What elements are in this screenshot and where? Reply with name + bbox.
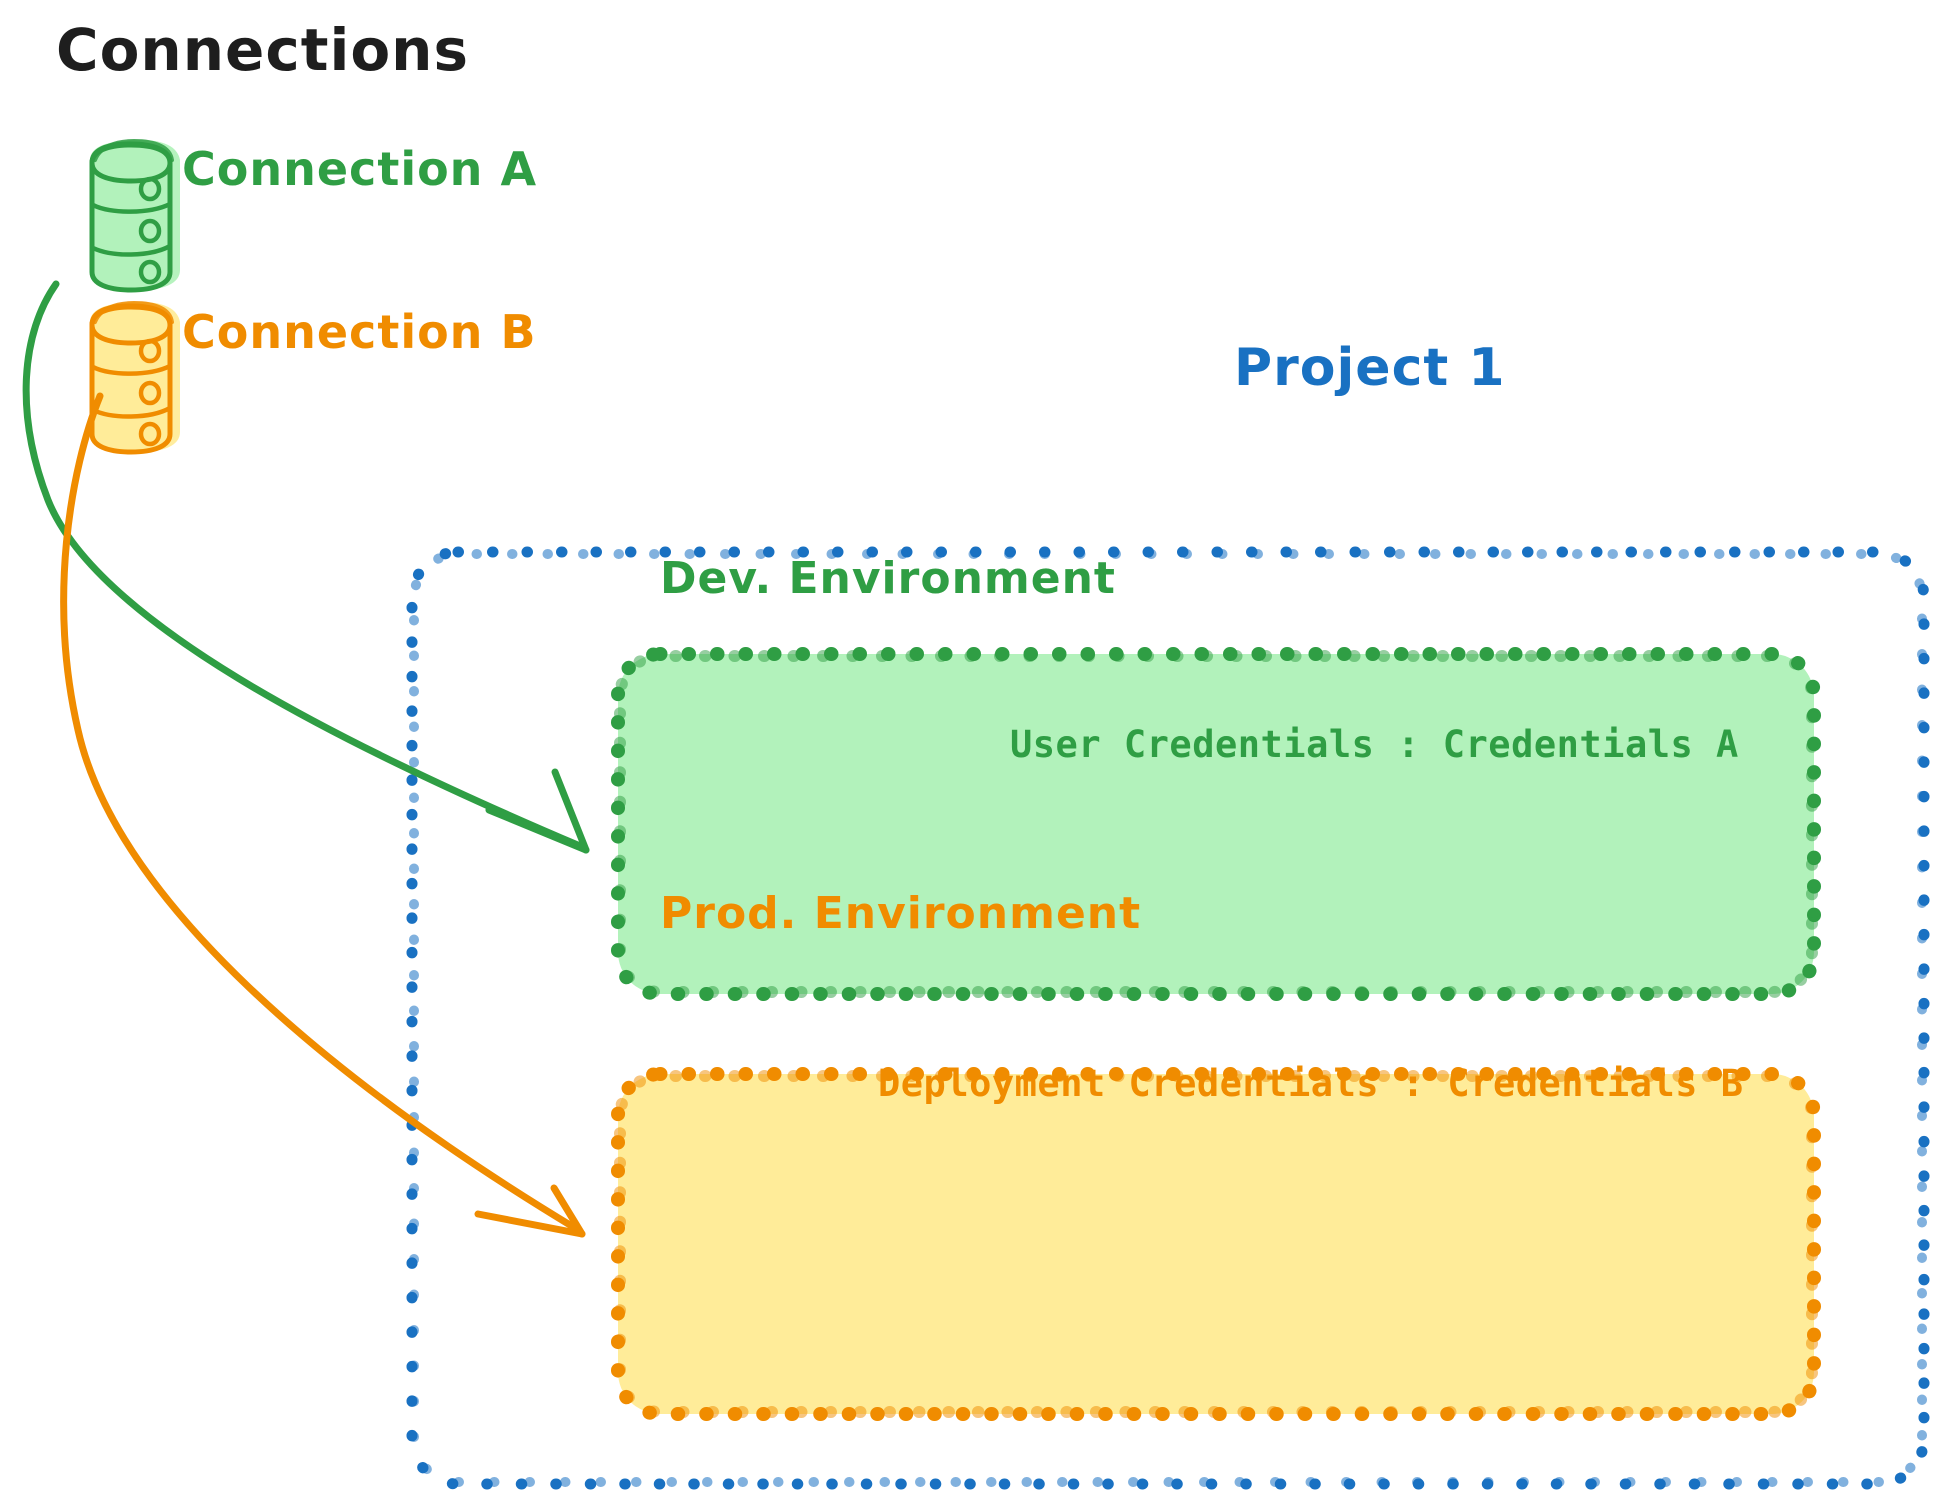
prod-environment-title: Prod. Environment bbox=[660, 888, 1142, 939]
project-1-boundary bbox=[406, 546, 1930, 1490]
database-cylinder-icon-a[interactable] bbox=[89, 138, 180, 293]
database-cylinder-icon-b[interactable] bbox=[89, 300, 180, 455]
dev-environment-credentials: User Credentials : Credentials A bbox=[1010, 723, 1739, 766]
page-title: Connections bbox=[56, 16, 469, 84]
dev-environment-title: Dev. Environment bbox=[660, 553, 1116, 604]
arrow-connection-a-to-dev bbox=[22, 280, 590, 854]
prod-environment-box[interactable] bbox=[611, 1067, 1821, 1421]
prod-environment-credentials: Deployment Credentials : Credentials B bbox=[878, 1062, 1744, 1105]
connection-a-label[interactable]: Connection A bbox=[182, 142, 538, 196]
dev-environment-box[interactable] bbox=[611, 647, 1821, 1001]
arrow-connection-b-to-prod bbox=[60, 392, 586, 1238]
connection-b-label[interactable]: Connection B bbox=[182, 305, 537, 359]
project-title: Project 1 bbox=[1234, 338, 1506, 398]
